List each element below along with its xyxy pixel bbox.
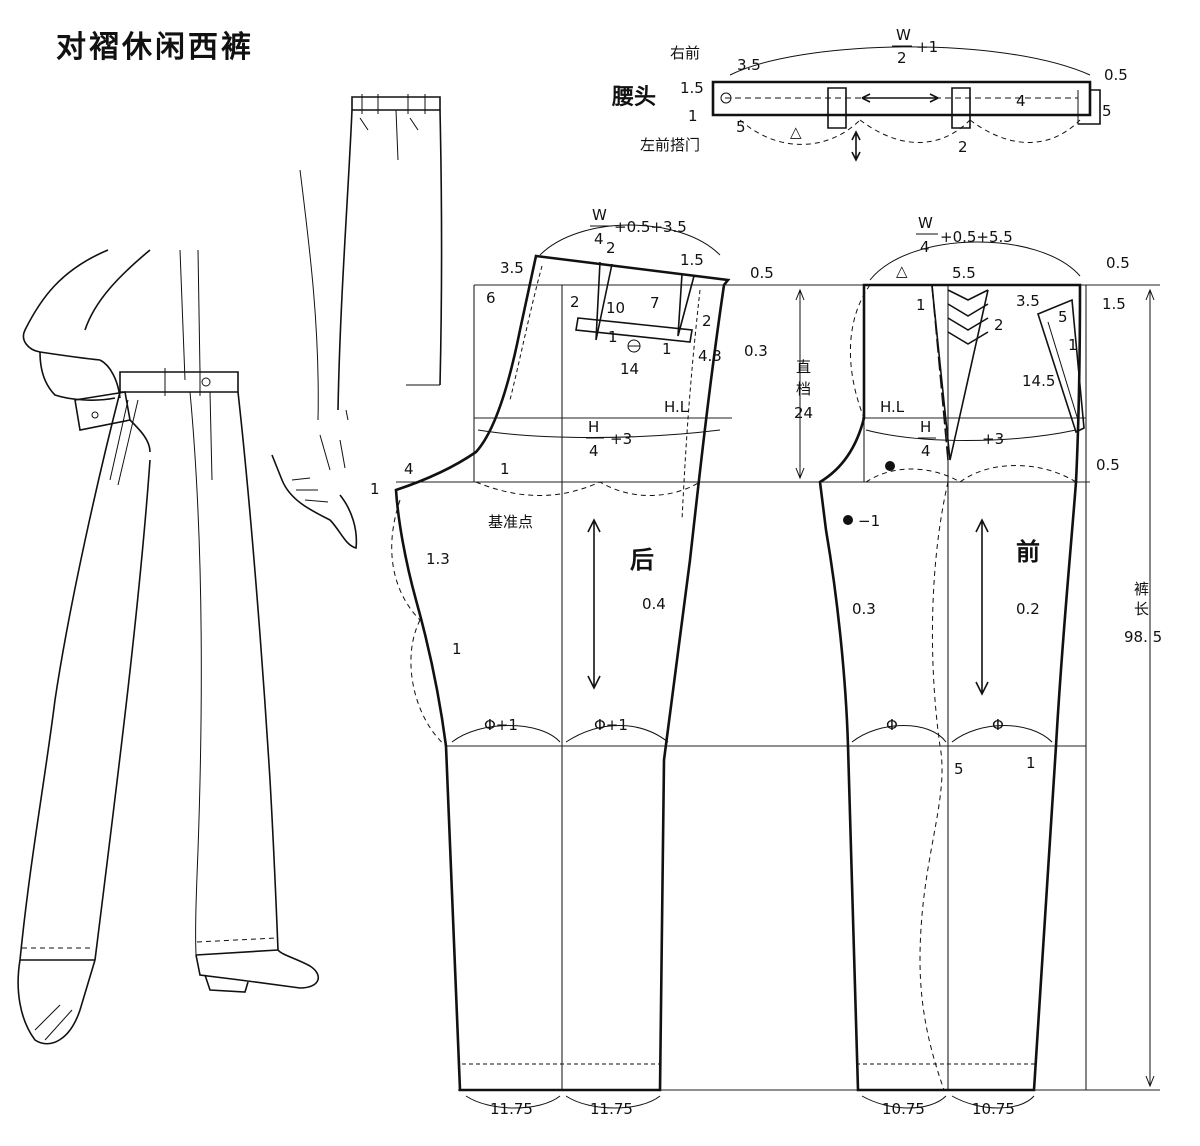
trousers-flat-sketch xyxy=(299,94,443,421)
waistband-formula-suffix: +1 xyxy=(916,38,938,56)
front-hem-label: 10.75 xyxy=(882,1100,925,1118)
left-front-label: 左前搭门 xyxy=(640,136,700,154)
back-measure: 0.5 xyxy=(750,264,774,282)
front-measure: 5.5 xyxy=(952,264,976,282)
waistband-formula-num: W xyxy=(896,26,911,44)
crotch-depth-value: 24 xyxy=(794,404,813,422)
back-measure: 4.3 xyxy=(698,347,722,365)
front-measure: 2 xyxy=(994,316,1004,334)
back-hip-den: 4 xyxy=(589,442,599,460)
waistband-measure: 2 xyxy=(958,138,968,156)
back-measure: 1 xyxy=(370,480,380,498)
front-measure: 5 xyxy=(954,760,964,778)
waistband-measure: 5 xyxy=(1102,102,1112,120)
waistband-measure: 4 xyxy=(1016,92,1026,110)
front-formula-num: W xyxy=(918,214,933,232)
base-point-label: 基准点 xyxy=(488,513,533,531)
trouser-length-label: 长 xyxy=(1134,600,1149,618)
back-hip-line-label: H.L xyxy=(664,398,689,416)
back-measure: 1.3 xyxy=(426,550,450,568)
waistband-measure: 3.5 xyxy=(737,56,761,74)
back-measure: 0.4 xyxy=(642,595,666,613)
back-measure: 1 xyxy=(500,460,510,478)
back-measure: 4 xyxy=(404,460,414,478)
front-piece-label: 前 xyxy=(1016,538,1040,566)
waistband-label: 腰头 xyxy=(611,85,656,110)
pattern-framework xyxy=(396,284,1160,1091)
back-hip-suffix: +3 xyxy=(610,430,632,448)
back-measure: 1 xyxy=(608,328,618,346)
front-hip-line-label: H.L xyxy=(880,398,905,416)
crotch-depth-label: 档 xyxy=(796,380,811,398)
back-measure: 2 xyxy=(702,312,712,330)
waistband-pattern: 腰头 右前 左前搭门 W 2 +1 3.5 1.5 1 5 0.5 4 5 2 … xyxy=(611,26,1128,162)
back-measure: 14 xyxy=(620,360,639,378)
back-formula-num: W xyxy=(592,206,607,224)
front-measure: 14.5 xyxy=(1022,372,1055,390)
front-measure: 1 xyxy=(1068,336,1078,354)
back-hem-label: 11.75 xyxy=(490,1100,533,1118)
back-hem-label: 11.75 xyxy=(590,1100,633,1118)
back-formula-den: 4 xyxy=(594,230,604,248)
page-title: 对褶休闲西裤 xyxy=(56,30,254,65)
back-measure: 3.5 xyxy=(500,259,524,277)
waistband-notch: △ xyxy=(790,123,802,141)
back-piece-label: 后 xyxy=(630,546,654,574)
waistband-formula-den: 2 xyxy=(897,49,907,67)
front-knee-label: Φ xyxy=(992,716,1004,734)
back-knee-label: Φ+1 xyxy=(594,716,628,734)
front-formula-den: 4 xyxy=(920,238,930,256)
front-measure: −1 xyxy=(858,512,880,530)
back-measure: 6 xyxy=(486,289,496,307)
back-measure: 1 xyxy=(662,340,672,358)
front-piece: W 4 +0.5+5.5 H 4 +3 H.L 前 Φ Φ 10.75 10.7… xyxy=(818,214,1130,1118)
front-measure: 1 xyxy=(916,296,926,314)
dimension-markers: 直 档 24 裤 长 98. 5 xyxy=(794,288,1162,1088)
front-hip-den: 4 xyxy=(921,442,931,460)
waistband-measure: 0.5 xyxy=(1104,66,1128,84)
hand-sketch xyxy=(271,434,358,550)
front-measure: 0.5 xyxy=(1096,456,1120,474)
waistband-measure: 1 xyxy=(688,107,698,125)
back-measure: 10 xyxy=(606,299,625,317)
back-measure: 1.5 xyxy=(680,251,704,269)
trouser-length-value: 98. 5 xyxy=(1124,628,1162,646)
back-knee-label: Φ+1 xyxy=(484,716,518,734)
back-measure: 7 xyxy=(650,294,660,312)
back-measure: 2 xyxy=(570,293,580,311)
back-measure: 2 xyxy=(606,239,616,257)
front-measure: 0.2 xyxy=(1016,600,1040,618)
crotch-depth-label: 直 xyxy=(796,358,811,376)
front-formula-suffix: +0.5+5.5 xyxy=(940,228,1013,246)
front-measure: 0.5 xyxy=(1106,254,1130,272)
right-front-label: 右前 xyxy=(670,44,700,62)
front-hem-label: 10.75 xyxy=(972,1100,1015,1118)
back-formula-suffix: +0.5+3.5 xyxy=(614,218,687,236)
front-notch: △ xyxy=(896,262,908,280)
trouser-length-label: 裤 xyxy=(1134,580,1149,598)
waistband-measure: 5 xyxy=(736,118,746,136)
front-hip-num: H xyxy=(920,418,931,436)
back-measure: 0.3 xyxy=(744,342,768,360)
front-hip-suffix: +3 xyxy=(982,430,1004,448)
front-measure: 1 xyxy=(1026,754,1036,772)
front-measure: 1.5 xyxy=(1102,295,1126,313)
figure-illustration xyxy=(17,249,320,1045)
front-knee-label: Φ xyxy=(886,716,898,734)
front-measure: 3.5 xyxy=(1016,292,1040,310)
back-measure: 1 xyxy=(452,640,462,658)
back-piece: W 4 +0.5+3.5 H 4 +3 H.L 基准点 后 Φ+1 Φ+1 11… xyxy=(370,206,774,1118)
waistband-measure: 1.5 xyxy=(680,79,704,97)
back-hip-num: H xyxy=(588,418,599,436)
front-measure: 0.3 xyxy=(852,600,876,618)
front-measure: 5 xyxy=(1058,308,1068,326)
